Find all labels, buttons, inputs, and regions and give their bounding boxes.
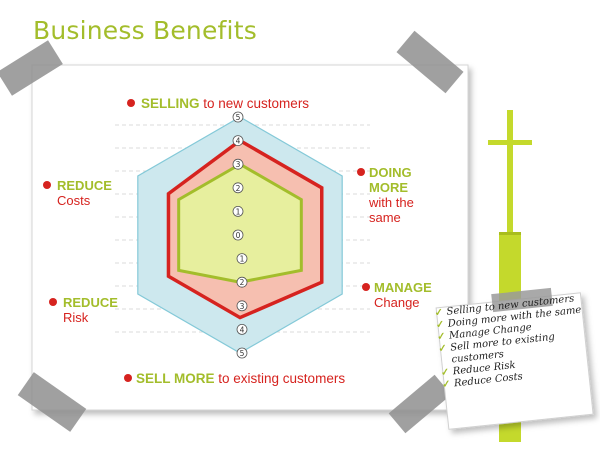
check-icon: ✓ bbox=[440, 366, 450, 379]
radar-chart: 0 1 2 3 4 5 1 2 3 4 5 bbox=[137, 111, 343, 359]
scale-marker: 4 bbox=[232, 135, 244, 147]
scale-marker-circle bbox=[236, 347, 248, 359]
scale-marker: 5 bbox=[236, 347, 248, 359]
check-icon: ✓ bbox=[441, 378, 452, 391]
scale-marker-label: 5 bbox=[240, 349, 245, 358]
scale-marker-circle bbox=[236, 300, 248, 312]
label-risk-line1: REDUCE bbox=[63, 295, 118, 310]
check-icon: ✓ bbox=[434, 307, 444, 320]
scale-marker-circle bbox=[232, 205, 244, 217]
check-icon: ✓ bbox=[435, 319, 445, 331]
scale-marker: 0 bbox=[232, 229, 244, 241]
scale-marker-circle bbox=[232, 229, 244, 241]
scale-marker-circle bbox=[236, 276, 248, 288]
label-doing-line3: with the bbox=[368, 195, 414, 210]
scale-marker-label: 3 bbox=[236, 160, 241, 169]
label-risk-line2: Risk bbox=[63, 310, 89, 325]
scale-marker: 4 bbox=[236, 323, 248, 335]
page-title: Business Benefits bbox=[33, 16, 257, 45]
diamond-icon bbox=[124, 374, 132, 382]
checklist: ✓Selling to new customers✓Doing more wit… bbox=[434, 293, 590, 392]
note-tape bbox=[491, 287, 553, 313]
label-selling-rest: to new customers bbox=[200, 96, 310, 111]
diamond-icon bbox=[49, 298, 57, 306]
label-doing-line2: MORE bbox=[369, 180, 408, 195]
tape-top-right bbox=[396, 30, 464, 94]
scale-marker: 3 bbox=[232, 158, 244, 170]
scale-marker-label: 1 bbox=[240, 255, 245, 264]
scale-marker-circle bbox=[232, 135, 244, 147]
scale-marker-circle bbox=[232, 182, 244, 194]
scale-marker-label: 5 bbox=[236, 113, 241, 122]
label-selling-strong: SELLING bbox=[141, 96, 200, 111]
axis-label-selling: SELLING to new customers bbox=[127, 96, 309, 111]
svg-text:SELLING to new customers: SELLING to new customers bbox=[141, 96, 309, 111]
scale-marker-circle bbox=[236, 323, 248, 335]
scale-marker-label: 1 bbox=[236, 207, 241, 216]
label-manage-line1: MANAGE bbox=[374, 280, 432, 295]
axis-label-manage: MANAGE Change bbox=[362, 280, 432, 310]
diamond-icon bbox=[43, 181, 51, 189]
diamond-icon bbox=[127, 99, 135, 107]
axis-label-doing-more: DOING MORE with the same bbox=[357, 165, 414, 225]
axis-label-reduce-costs: REDUCE Costs bbox=[43, 178, 112, 208]
checklist-note: ✓Selling to new customers✓Doing more wit… bbox=[434, 293, 594, 428]
scale-marker-circle bbox=[232, 158, 244, 170]
scale-marker-label: 2 bbox=[240, 278, 245, 287]
axis-label-sell-more: SELL MORE to existing customers bbox=[124, 371, 345, 386]
scale-marker-label: 3 bbox=[240, 302, 245, 311]
scale-marker-label: 0 bbox=[236, 231, 241, 240]
scale-marker: 3 bbox=[236, 300, 248, 312]
label-costs-line2: Costs bbox=[57, 193, 91, 208]
label-manage-line2: Change bbox=[374, 295, 420, 310]
scale-marker: 5 bbox=[232, 111, 244, 123]
scale-marker-circle bbox=[232, 111, 244, 123]
scale-marker: 1 bbox=[236, 253, 248, 265]
diamond-icon bbox=[362, 283, 370, 291]
svg-text:SELL MORE to existing customer: SELL MORE to existing customers bbox=[136, 371, 345, 386]
label-doing-line4: same bbox=[369, 210, 401, 225]
scale-marker: 1 bbox=[232, 205, 244, 217]
diamond-icon bbox=[357, 168, 365, 176]
label-costs-line1: REDUCE bbox=[57, 178, 112, 193]
scale-marker-label: 2 bbox=[236, 184, 241, 193]
check-icon: ✓ bbox=[436, 331, 447, 343]
scale-marker-circle bbox=[236, 253, 248, 265]
tape-bottom-left bbox=[17, 372, 87, 432]
scale-marker-label: 4 bbox=[240, 325, 245, 334]
scale-marker-label: 4 bbox=[236, 137, 241, 146]
check-icon: ✓ bbox=[437, 342, 448, 355]
scale-marker: 2 bbox=[236, 276, 248, 288]
tape-top-left bbox=[0, 40, 63, 96]
scale-marker: 2 bbox=[232, 182, 244, 194]
label-doing-line1: DOING bbox=[369, 165, 412, 180]
tape-bottom-right bbox=[388, 374, 452, 434]
label-sellmore-rest: to existing customers bbox=[215, 371, 346, 386]
axis-label-reduce-risk: REDUCE Risk bbox=[49, 295, 118, 325]
label-sellmore-strong: SELL MORE bbox=[136, 371, 215, 386]
